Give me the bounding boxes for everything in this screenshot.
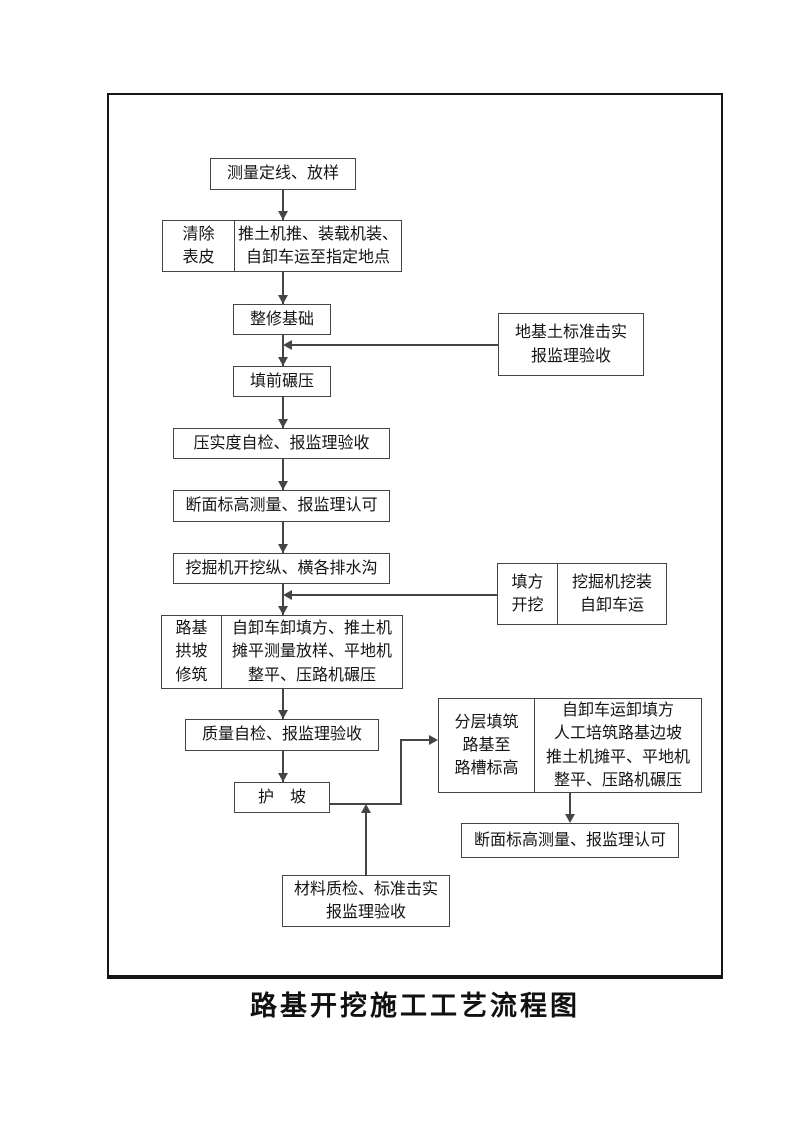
connector-arch-to-quality: [282, 689, 284, 719]
connector-trim-to-rolling: [282, 335, 284, 366]
connector-material-check-riser: [365, 810, 367, 875]
material-check-box: 材料质检、标准击实 报监理验收: [282, 875, 450, 927]
arrowhead-to-quality-icon: [278, 710, 288, 719]
connector-standard-compaction: [285, 344, 498, 346]
connector-quality-to-slope: [282, 751, 284, 782]
quality-self-check-box: 质量自检、报监理验收: [185, 719, 379, 751]
arrowhead-to-compaction-check-icon: [278, 419, 288, 428]
arrowhead-to-section-survey-1-icon: [278, 481, 288, 490]
clear-topsoil-box: 清除 表皮 推土机推、装载机装、 自卸车运至指定地点: [162, 220, 402, 272]
arrowhead-to-layered-fill-icon: [429, 735, 438, 745]
ditch-excavation-box: 挖掘机开挖纵、横各排水沟: [173, 553, 390, 584]
page-title: 路基开挖施工工艺流程图: [250, 991, 580, 1021]
clear-topsoil-method-cell: 推土机推、装载机装、 自卸车运至指定地点: [237, 225, 398, 266]
arrowhead-to-clear-icon: [278, 211, 288, 220]
connector-clear-to-trim: [282, 272, 284, 304]
arrowhead-to-trim-icon: [278, 295, 288, 304]
arrowhead-to-slope-icon: [278, 773, 288, 782]
arch-slope-label-cell: 路基 拱坡 修筑: [162, 616, 222, 688]
arch-slope-box: 路基 拱坡 修筑 自卸车卸填方、推土机 摊平测量放样、平地机 整平、压路机碾压: [161, 615, 403, 689]
fill-excavation-label-cell: 填方 开挖: [498, 564, 558, 624]
section-survey-box-2: 断面标高测量、报监理认可: [461, 823, 679, 858]
fill-excavation-method-cell: 挖掘机挖装 自卸车运: [571, 573, 652, 614]
arrowhead-standard-compaction-icon: [283, 340, 292, 350]
connector-layered-fill-to-section-survey-2: [569, 793, 571, 815]
survey-stakeout-box: 测量定线、放样: [210, 158, 356, 190]
arrowhead-to-ditch-icon: [278, 544, 288, 553]
fill-excavation-box: 填方 开挖 挖掘机挖装 自卸车运: [497, 563, 667, 625]
connector-survey-to-clear: [282, 190, 284, 220]
section-survey-box-1: 断面标高测量、报监理认可: [173, 490, 390, 522]
arrowhead-fill-excavation-icon: [283, 590, 292, 600]
layered-fill-box: 分层填筑 路基至 路槽标高 自卸车运卸填方 人工培筑路基边坡 推土机摊平、平地机…: [438, 698, 702, 793]
pre-fill-rolling-box: 填前碾压: [233, 366, 331, 397]
arrowhead-to-section-survey-2-icon: [565, 814, 575, 823]
arrowhead-to-arch-icon: [278, 606, 288, 615]
connector-slope-elbow-riser: [400, 739, 402, 805]
connector-slope-elbow-top: [400, 739, 429, 741]
layered-fill-label-cell: 分层填筑 路基至 路槽标高: [439, 699, 535, 792]
slope-protection-box: 护 坡: [234, 782, 330, 813]
connector-to-section-survey-1: [282, 459, 284, 490]
trim-foundation-box: 整修基础: [233, 304, 331, 335]
layered-fill-method-cell: 自卸车运卸填方 人工培筑路基边坡 推土机摊平、平地机 整平、压路机碾压: [545, 702, 690, 789]
arrowhead-to-rolling-icon: [278, 357, 288, 366]
connector-fill-excavation: [285, 594, 497, 596]
standard-compaction-box: 地基土标准击实 报监理验收: [498, 313, 644, 376]
arch-slope-method-cell: 自卸车卸填方、推土机 摊平测量放样、平地机 整平、压路机碾压: [231, 620, 392, 684]
connector-to-ditch: [282, 522, 284, 553]
compaction-self-check-box: 压实度自检、报监理验收: [173, 428, 390, 459]
arrowhead-material-check-icon: [361, 804, 371, 813]
connector-rolling-to-compaction-check: [282, 397, 284, 428]
clear-topsoil-label-cell: 清除 表皮: [163, 221, 235, 271]
